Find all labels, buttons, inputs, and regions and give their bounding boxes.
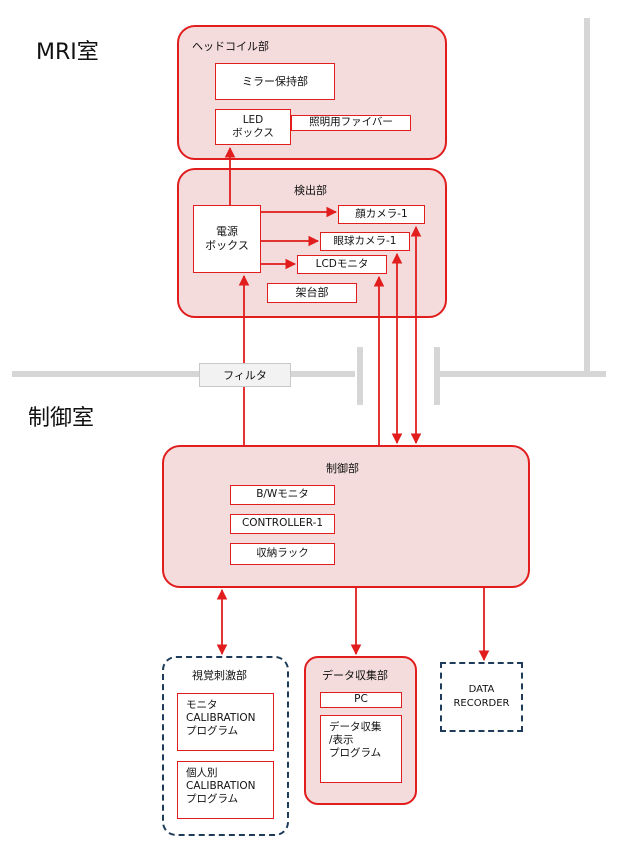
pc-box: PC <box>320 692 402 708</box>
lcd-monitor-box: LCDモニタ <box>297 255 387 274</box>
storage-rack-box: 収納ラック <box>230 543 335 565</box>
led-box: LED ボックス <box>215 109 291 145</box>
personal-calibration-box: 個人別 CALIBRATION プログラム <box>177 761 274 819</box>
control-unit-title: 制御部 <box>326 462 359 475</box>
mount-box: 架台部 <box>267 283 357 303</box>
detector-title: 検出部 <box>294 184 327 197</box>
control-unit-group <box>162 445 530 588</box>
filter-box: フィルタ <box>199 363 291 387</box>
head-coil-title: ヘッドコイル部 <box>192 40 269 53</box>
monitor-calibration-box: モニタ CALIBRATION プログラム <box>177 693 274 751</box>
bw-monitor-box: B/Wモニタ <box>230 485 335 505</box>
mri-room-label: MRI室 <box>36 40 99 65</box>
controller-box: CONTROLLER-1 <box>230 514 335 534</box>
fiber-box: 照明用ファイバー <box>291 115 411 131</box>
eye-camera-box: 眼球カメラ-1 <box>320 232 410 251</box>
power-box: 電源 ボックス <box>193 205 261 273</box>
control-room-label: 制御室 <box>28 406 95 431</box>
face-camera-box: 顔カメラ-1 <box>338 205 425 224</box>
data-program-box: データ収集 /表示 プログラム <box>320 715 402 783</box>
visual-stimulus-title: 視覚刺激部 <box>192 669 247 682</box>
data-recorder-box: DATA RECORDER <box>440 662 523 732</box>
data-collection-title: データ収集部 <box>322 669 388 682</box>
mirror-holder-box: ミラー保持部 <box>215 63 335 100</box>
